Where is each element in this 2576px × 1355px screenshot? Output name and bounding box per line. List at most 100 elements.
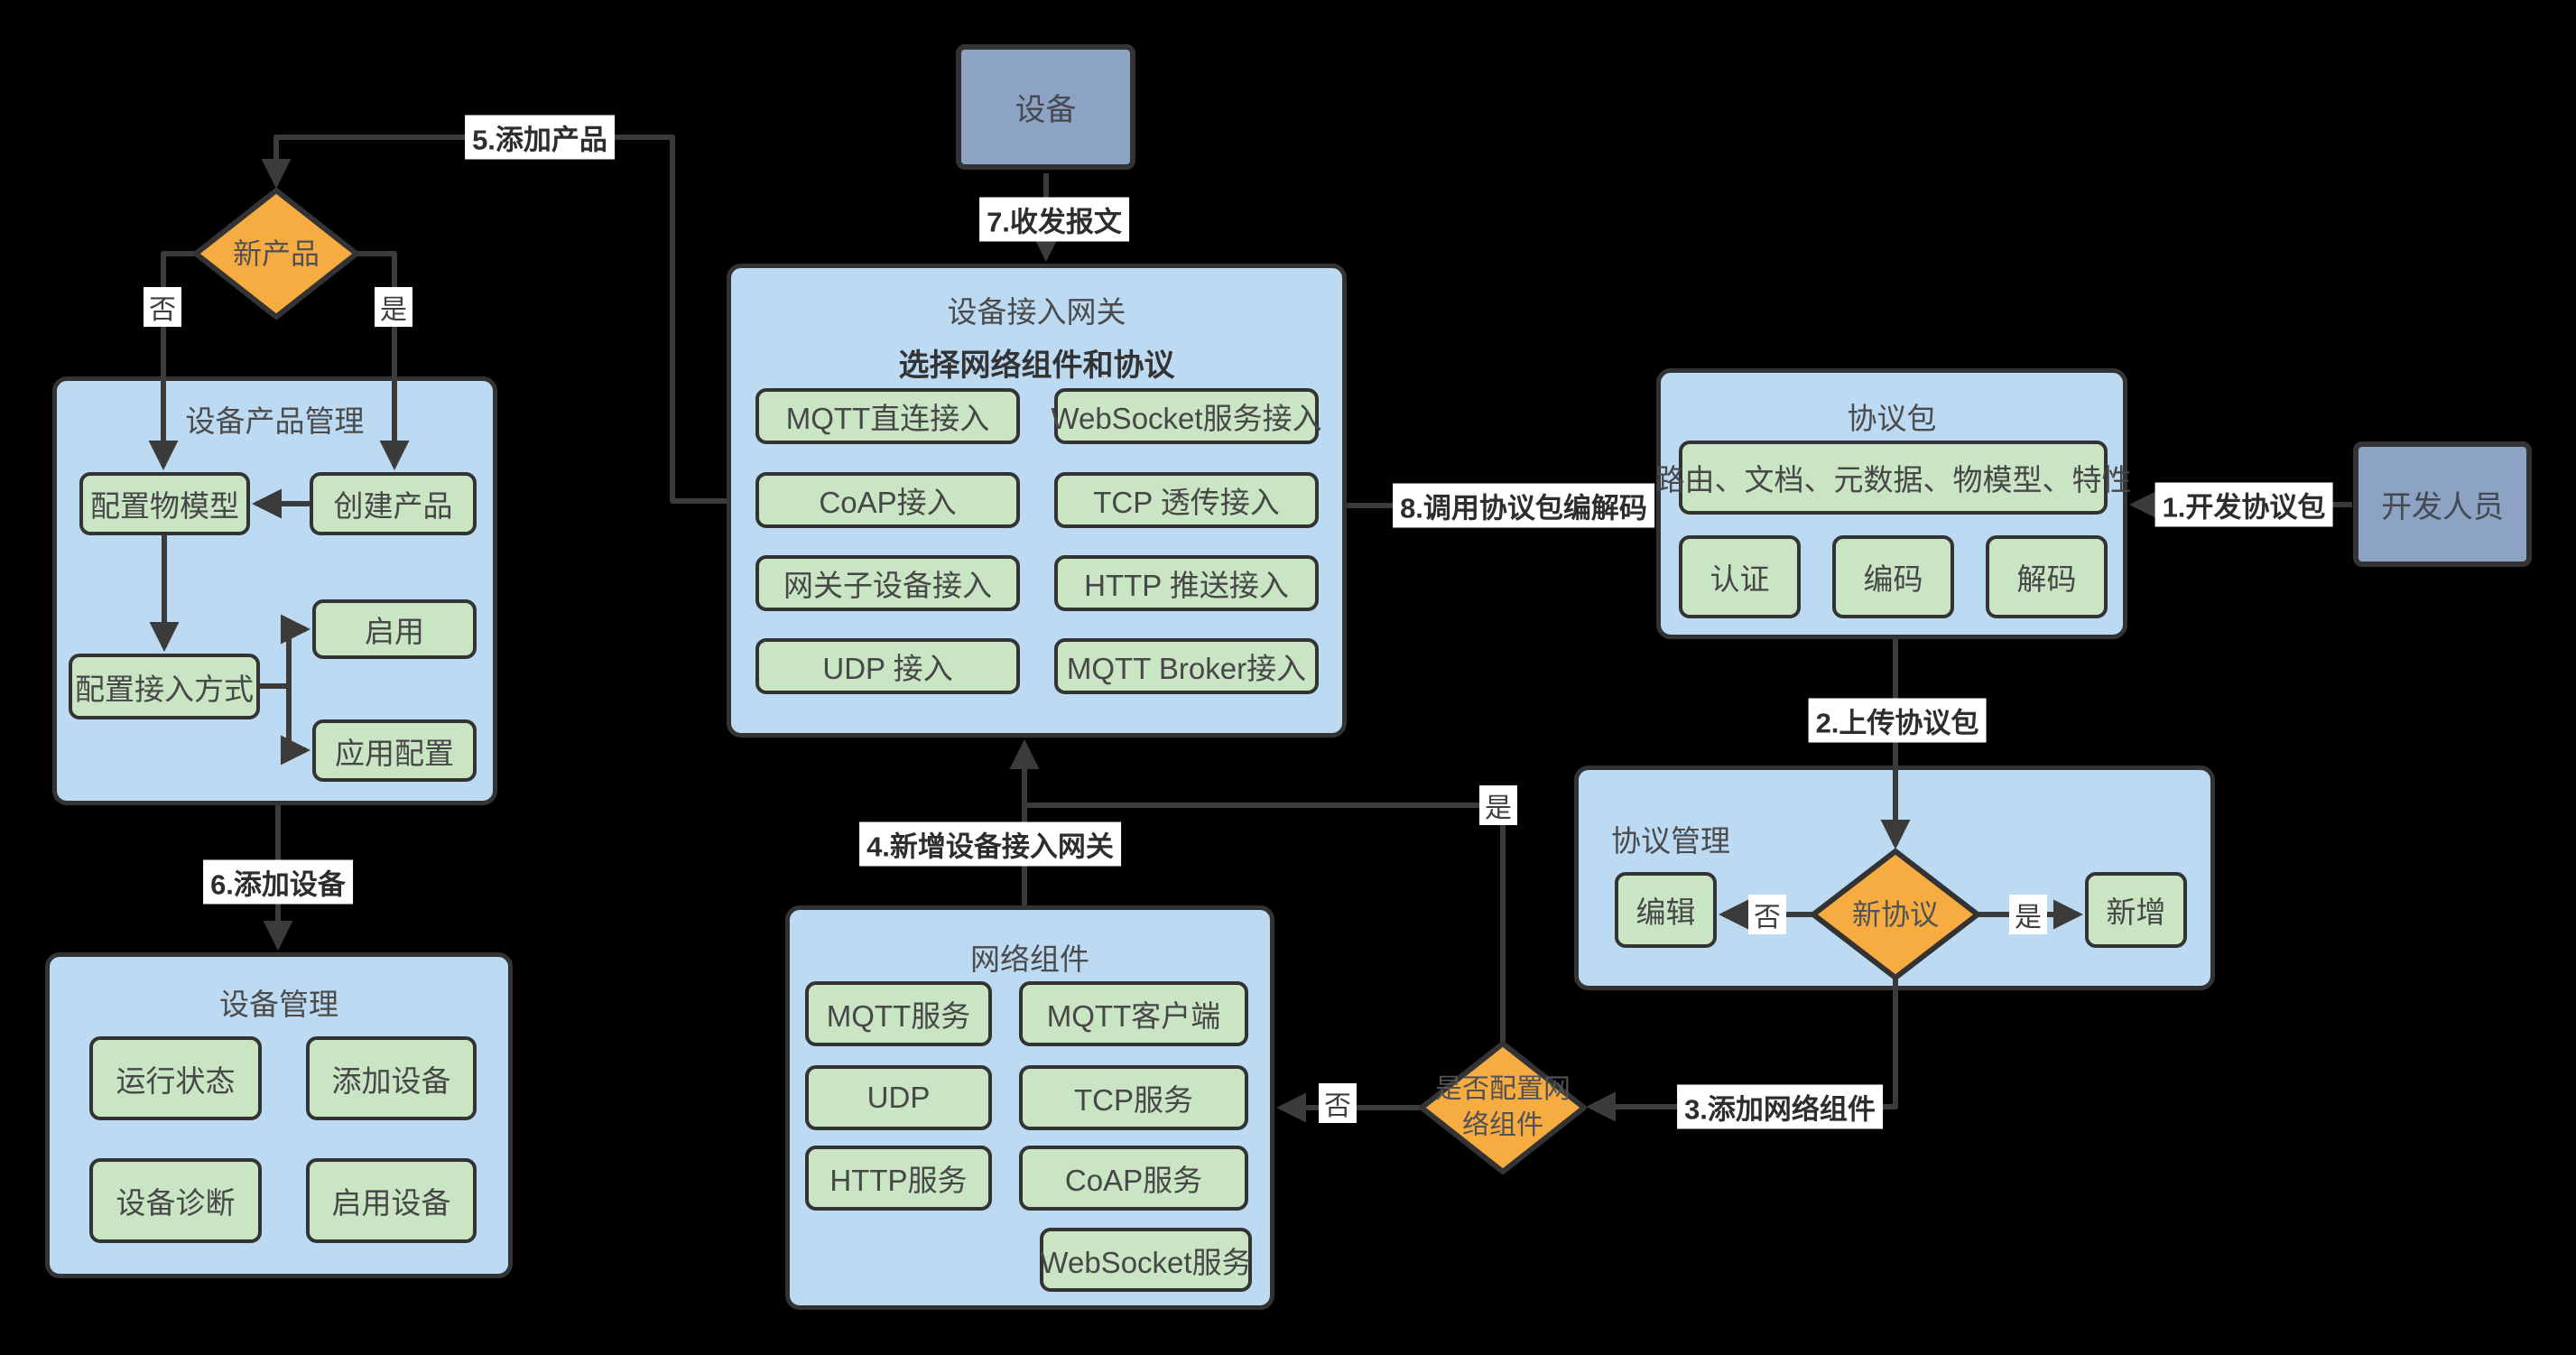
flow-item-label: TCP服务 — [1074, 1083, 1193, 1117]
flow-item-config-model: 配置物模型 — [79, 472, 250, 535]
flow-item-tcp-service: TCP服务 — [1019, 1065, 1248, 1130]
flow-item-label: 启用 — [365, 615, 424, 648]
flow-item-label: 认证 — [1710, 562, 1770, 596]
flow-item-coap-service: CoAP服务 — [1019, 1146, 1248, 1211]
flow-item-label: CoAP服务 — [1064, 1164, 1203, 1197]
node-device-label: 设备 — [1015, 93, 1077, 127]
flow-item-mqtt-broker-access: MQTT Broker接入 — [1054, 638, 1319, 694]
decision-config-network-line1: 是否配置网 — [1435, 1074, 1571, 1104]
flow-item-enable-device: 启用设备 — [306, 1158, 477, 1243]
flow-item-label: 应用配置 — [335, 736, 454, 770]
flow-item-label: HTTP服务 — [829, 1164, 968, 1197]
flow-item-subdevice-access: 网关子设备接入 — [755, 555, 1020, 611]
flow-item-create-product: 创建产品 — [310, 472, 477, 535]
edge-label-step5: 5.添加产品 — [465, 115, 615, 160]
device-mgmt-title: 设备管理 — [219, 988, 338, 1021]
flow-item-label: 编码 — [1863, 562, 1923, 596]
edge-label-yes-new-product: 是 — [375, 287, 412, 327]
flow-item-label: 运行状态 — [116, 1063, 236, 1098]
flow-item-http-service: HTTP服务 — [805, 1146, 992, 1211]
flow-item-protocol-capabilities: 路由、文档、元数据、物模型、特性 — [1655, 441, 2132, 515]
flow-item-decode: 解码 — [1986, 535, 2108, 618]
decision-new-protocol-label: 新协议 — [1851, 898, 1940, 931]
flow-item-label: MQTT客户端 — [1046, 999, 1221, 1033]
flow-item-label: MQTT服务 — [826, 999, 971, 1033]
edge-label-step3: 3.添加网络组件 — [1677, 1084, 1883, 1129]
flow-item-label: 新增 — [2106, 896, 2166, 929]
gateway-title: 设备接入网关 — [947, 295, 1126, 329]
edge-label-no-new-product: 否 — [144, 287, 181, 327]
flow-item-label: MQTT Broker接入 — [1066, 652, 1307, 685]
flow-item-enable: 启用 — [312, 599, 477, 659]
node-developer: 开发人员 — [2353, 441, 2532, 567]
product-mgmt-box: 设备产品管理 — [52, 376, 497, 805]
edge-label-step4: 4.新增设备接入网关 — [859, 821, 1121, 867]
flow-item-label: 解码 — [2016, 562, 2077, 596]
flow-item-websocket-service: WebSocket服务 — [1040, 1228, 1252, 1292]
flow-item-label: UDP 接入 — [822, 652, 953, 685]
decision-new-product — [193, 188, 359, 320]
flow-item-encode: 编码 — [1832, 535, 1954, 618]
flow-item-mqtt-client: MQTT客户端 — [1019, 981, 1248, 1046]
flow-item-device-diagnosis: 设备诊断 — [89, 1158, 262, 1243]
flow-item-label: 配置物模型 — [90, 489, 239, 523]
node-device: 设备 — [956, 44, 1135, 170]
decision-new-protocol — [1811, 849, 1980, 980]
flow-item-websocket-access: WebSocket服务接入 — [1051, 388, 1322, 444]
flow-item-auth: 认证 — [1679, 535, 1801, 618]
flow-item-label: 创建产品 — [333, 489, 453, 523]
flow-item-label: TCP 透传接入 — [1093, 486, 1280, 519]
decision-new-product-label: 新产品 — [232, 237, 320, 270]
edge-label-step2: 2.上传协议包 — [1808, 698, 1987, 743]
flow-item-label: 启用设备 — [331, 1186, 451, 1220]
edge-label-no-config-network: 否 — [1319, 1083, 1357, 1123]
edge-label-yes-new-protocol: 是 — [2009, 895, 2047, 934]
flow-item-label: HTTP 推送接入 — [1084, 569, 1289, 602]
node-developer-label: 开发人员 — [2381, 490, 2504, 524]
flow-item-label: CoAP接入 — [819, 486, 957, 519]
edge-label-step1: 1.开发协议包 — [2154, 482, 2333, 527]
flow-item-tcp-access: TCP 透传接入 — [1054, 472, 1319, 528]
edge-label-yes-config-network: 是 — [1479, 785, 1517, 825]
flow-item-udp: UDP — [805, 1065, 992, 1130]
product-mgmt-title: 设备产品管理 — [185, 404, 365, 438]
flow-item-label: MQTT直连接入 — [785, 402, 990, 435]
flow-item-label: 编辑 — [1635, 896, 1696, 929]
flow-item-label: 设备诊断 — [116, 1186, 236, 1220]
flow-item-udp-access: UDP 接入 — [755, 638, 1020, 694]
flow-item-config-access: 配置接入方式 — [69, 654, 260, 719]
flow-item-label: 路由、文档、元数据、物模型、特性 — [1654, 463, 2132, 497]
flow-item-http-access: HTTP 推送接入 — [1054, 555, 1319, 611]
flow-item-label: 网关子设备接入 — [783, 569, 992, 602]
flow-item-add: 新增 — [2085, 872, 2187, 948]
flow-item-edit: 编辑 — [1615, 872, 1717, 948]
edge-access-to-enable — [280, 614, 310, 686]
flow-item-add-device: 添加设备 — [306, 1036, 477, 1120]
protocol-pkg-title: 协议包 — [1847, 402, 1937, 435]
decision-config-network-line2: 络组件 — [1462, 1110, 1543, 1140]
flow-item-run-status: 运行状态 — [89, 1036, 262, 1120]
edge-label-no-new-protocol: 否 — [1748, 895, 1786, 934]
flow-item-label: 添加设备 — [331, 1063, 451, 1098]
gateway-subtitle: 选择网络组件和协议 — [898, 348, 1175, 383]
edge-new-product-no — [148, 251, 196, 470]
flow-item-label: UDP — [866, 1081, 931, 1114]
decision-config-network — [1419, 1041, 1587, 1174]
edge-access-to-appconfig — [280, 686, 310, 766]
edge-label-step8: 8.调用协议包编解码 — [1393, 483, 1654, 528]
flow-item-mqtt-service: MQTT服务 — [805, 981, 992, 1046]
edge-label-step7: 7.收发报文 — [979, 197, 1129, 242]
flow-item-app-config: 应用配置 — [312, 719, 477, 782]
flow-item-label: WebSocket服务 — [1040, 1245, 1252, 1279]
flow-item-label: 配置接入方式 — [75, 672, 254, 706]
edge-new-product-yes — [357, 251, 410, 470]
edge-label-step6: 6.添加设备 — [203, 859, 353, 905]
network-title: 网络组件 — [970, 942, 1089, 976]
flow-item-coap-access: CoAP接入 — [755, 472, 1020, 528]
edge-gateway-to-new-product — [261, 135, 727, 504]
flow-item-label: WebSocket服务接入 — [1051, 402, 1322, 435]
protocol-mgmt-title: 协议管理 — [1611, 824, 1730, 858]
flow-item-mqtt-direct: MQTT直连接入 — [755, 388, 1020, 444]
